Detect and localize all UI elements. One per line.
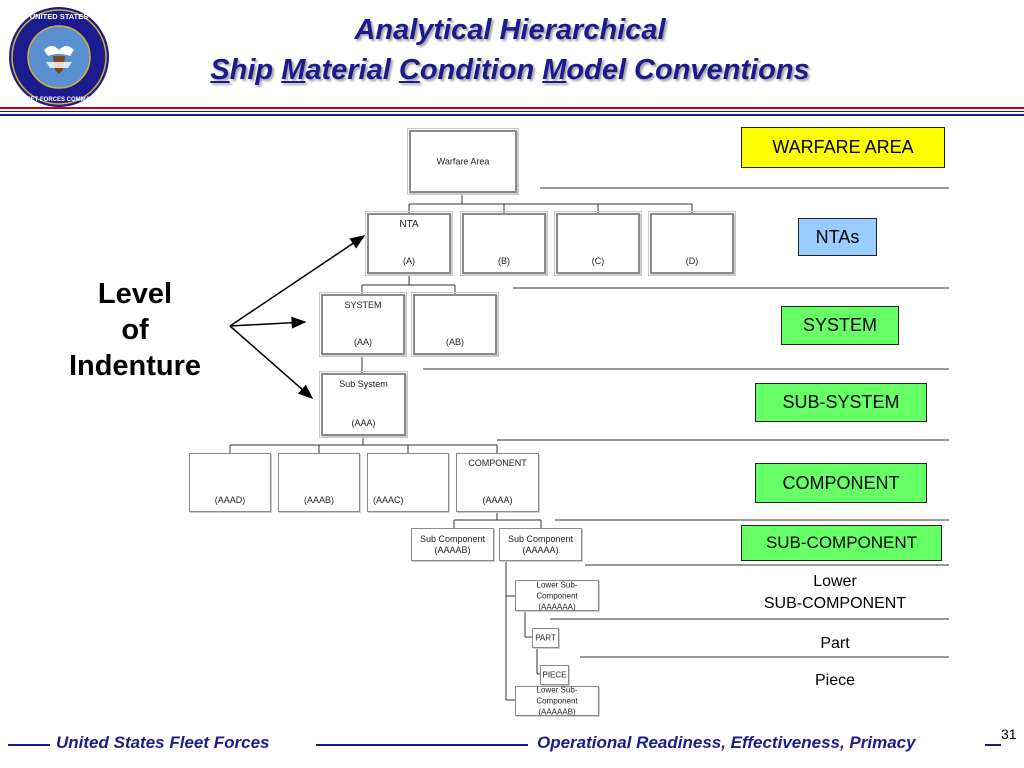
title-line-2: Ship Material Condition Model Convention…	[120, 54, 900, 86]
svg-text:FLEET FORCES COMMAND: FLEET FORCES COMMAND	[19, 97, 99, 103]
component-aaaa-code: (AAAA)	[482, 495, 513, 505]
system-ab-box: (AB)	[411, 292, 499, 357]
component-aaad-box: (AAAD)	[189, 453, 271, 512]
piece-box: PIECE	[540, 665, 569, 685]
subcomponent-aaaaa-title: Sub Component	[507, 533, 574, 544]
lower-subcomponent-aaaaaa-code: (AAAAAA)	[538, 602, 576, 611]
nta-b-code: (B)	[498, 256, 510, 266]
title-line-1: Analytical Hierarchical	[354, 14, 666, 46]
legend-warfare-area: WARFARE AREA	[741, 127, 945, 168]
title-word-condition: ondition	[419, 54, 543, 86]
page-number: 31	[1001, 726, 1017, 742]
legend-lower-sub-component: Lower SUB-COMPONENT	[735, 571, 935, 615]
title-word-model: odel Conventions	[566, 54, 810, 86]
nta-c-code: (C)	[591, 256, 605, 266]
footer-right-text: Operational Readiness, Effectiveness, Pr…	[537, 733, 916, 752]
component-aaaa-box: COMPONENT (AAAA)	[456, 453, 539, 512]
subcomponent-aaaaa-code: (AAAAA)	[522, 544, 559, 555]
footer-rule-left	[8, 744, 50, 746]
level-of-indenture-label: Level of Indenture	[40, 276, 230, 384]
nta-a-code: (A)	[403, 256, 415, 266]
lower-subcomponent-aaaaaa-box: Lower Sub-Component (AAAAAA)	[515, 580, 599, 611]
legend-sub-component: SUB-COMPONENT	[741, 525, 942, 561]
system-title: SYSTEM	[344, 300, 382, 310]
system-aa-box: SYSTEM (AA)	[319, 292, 407, 357]
subcomponent-aaaab-text: Sub Component (AAAAB)	[412, 534, 493, 556]
lower-subcomponent-aaaaaa-text: Lower Sub-Component (AAAAAA)	[516, 579, 598, 612]
lower-subcomponent-aaaaab-title: Lower Sub-Component	[536, 685, 578, 706]
component-aaac-code: (AAAC)	[373, 495, 404, 505]
subcomponent-aaaaa-text: Sub Component (AAAAA)	[500, 534, 581, 556]
legend-part: Part	[820, 635, 850, 652]
footer-rule-right	[985, 744, 1001, 746]
nta-c-box: (C)	[554, 211, 642, 276]
lower-subcomponent-aaaaab-code: (AAAAAB)	[538, 707, 576, 717]
header-rule-navy-2	[0, 114, 1024, 116]
part-box: PART	[532, 628, 559, 648]
header-rule-navy-1	[0, 111, 1024, 112]
lower-subcomponent-aaaaab-box: Lower Sub-Component (AAAAAB)	[515, 685, 599, 718]
nta-d-box: (D)	[648, 211, 736, 276]
lower-subcomponent-aaaaab-text: Lower Sub-Component (AAAAAB)	[516, 685, 598, 718]
subcomponent-aaaab-box: Sub Component (AAAAB)	[411, 528, 494, 561]
legend-piece: Piece	[814, 672, 856, 689]
footer-left-text: United States Fleet Forces	[56, 733, 270, 752]
legend-sub-system: SUB-SYSTEM	[755, 383, 927, 422]
subcomponent-aaaab-code: (AAAAB)	[434, 544, 471, 555]
component-aaab-code: (AAAB)	[303, 495, 334, 505]
title-word-ship: hip	[229, 54, 282, 86]
level-word-3: Indenture	[68, 350, 202, 382]
legend-system: SYSTEM	[781, 306, 899, 345]
svg-text:UNITED STATES: UNITED STATES	[30, 12, 88, 21]
subcomponent-aaaab-title: Sub Component	[419, 533, 486, 544]
legend-ntas: NTAs	[798, 218, 877, 256]
piece-label: PIECE	[542, 670, 567, 680]
subsystem-box: Sub System (AAA)	[319, 371, 408, 438]
part-label: PART	[535, 633, 556, 643]
lower-subcomponent-aaaaaa-title: Lower Sub-Component	[536, 580, 578, 600]
title-word-material: aterial	[305, 54, 399, 86]
component-aaac-box: (AAAC)	[367, 453, 449, 512]
level-word-2: of	[121, 314, 149, 346]
system-aa-code: (AA)	[354, 337, 372, 347]
warfare-area-box: Warfare Area	[407, 128, 519, 195]
component-title: COMPONENT	[468, 458, 527, 468]
subsystem-title: Sub System	[339, 379, 388, 389]
title-initial-m2: M	[542, 54, 567, 86]
nta-title: NTA	[399, 219, 419, 230]
subcomponent-aaaaa-box: Sub Component (AAAAA)	[499, 528, 582, 561]
subsystem-code: (AAA)	[351, 418, 376, 428]
legend-component: COMPONENT	[755, 463, 927, 503]
title-initial-s: S	[210, 54, 230, 86]
title-initial-c: C	[398, 54, 420, 86]
fleet-forces-seal: UNITED STATES FLEET FORCES COMMAND	[9, 7, 109, 107]
nta-d-code: (D)	[685, 256, 699, 266]
component-aaab-box: (AAAB)	[278, 453, 360, 512]
system-ab-code: (AB)	[446, 337, 464, 347]
level-word-1: Level	[97, 278, 173, 310]
nta-b-box: (B)	[460, 211, 548, 276]
footer-rule-middle	[316, 744, 528, 746]
header-rule-red	[0, 107, 1024, 109]
component-aaad-code: (AAAD)	[214, 495, 246, 505]
warfare-area-label: Warfare Area	[436, 156, 490, 166]
legend-lower-line1: Lower	[813, 573, 857, 590]
legend-lower-line2: SUB-COMPONENT	[763, 595, 907, 612]
title-initial-m: M	[281, 54, 306, 86]
nta-a-box: NTA (A)	[365, 211, 453, 276]
